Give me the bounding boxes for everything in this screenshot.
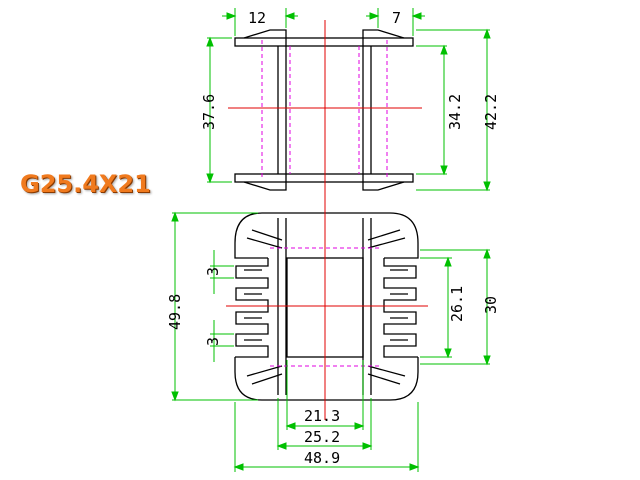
upper-left-lip: [243, 29, 287, 46]
side-view: [234, 29, 414, 191]
right-fin-slots: [390, 269, 408, 341]
dim-width-inner: 21.3: [304, 407, 340, 425]
dim-side-height-inner: 34.2: [446, 94, 464, 130]
left-fin-slots: [244, 269, 262, 341]
dim-side-height-outer: 42.2: [482, 94, 500, 130]
lower-flange: [234, 173, 414, 183]
dimension-lines: [171, 8, 491, 472]
dim-width-total: 48.9: [304, 449, 340, 467]
dim-top-flange-right: 7: [392, 9, 401, 27]
left-pin-comb: [235, 258, 269, 358]
part-number-label: G25.4X21: [20, 170, 151, 198]
upper-right-lip: [362, 29, 405, 46]
plan-view-centerlines: [226, 200, 428, 420]
dim-top-flange-left: 12: [248, 9, 266, 27]
upper-flange: [234, 37, 414, 47]
side-view-centerlines: [228, 20, 422, 200]
plan-view-hidden-lines: [270, 247, 380, 367]
dim-pin-pitch-lower: 3: [204, 337, 222, 346]
dim-side-height-left: 37.6: [200, 94, 218, 130]
dim-plan-height-total: 49.8: [166, 294, 184, 330]
dim-pin-pitch-upper: 3: [204, 267, 222, 276]
dimension-labels: 12 7 37.6 34.2 42.2 49.8 3 3 26.1 30 21.…: [166, 9, 500, 467]
lower-left-lip: [243, 174, 287, 191]
dim-core-outer: 30: [482, 296, 500, 314]
side-view-hidden-lines: [261, 40, 388, 180]
right-pin-comb: [383, 258, 418, 358]
dim-core-inner: 26.1: [448, 286, 466, 322]
lower-right-lip: [362, 174, 405, 191]
dim-width-mid: 25.2: [304, 428, 340, 446]
